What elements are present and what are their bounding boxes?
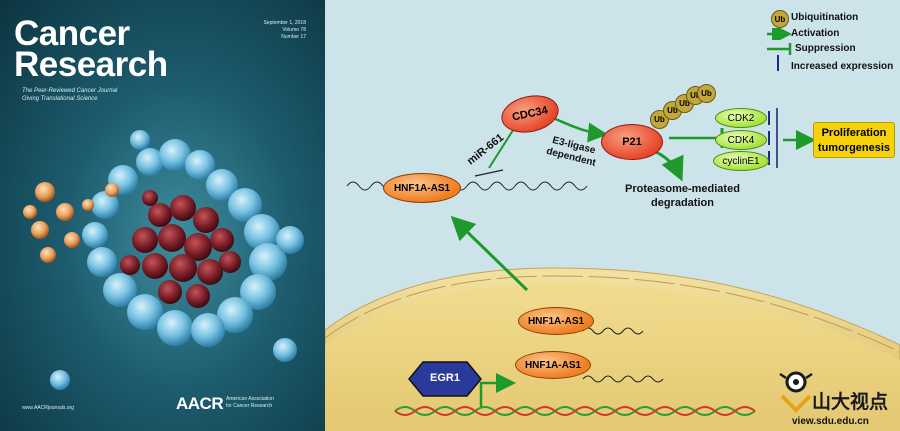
legend-suppression-icon <box>767 43 792 55</box>
journal-title-line2: Research <box>14 45 168 84</box>
legend-suppression: Suppression <box>795 43 856 54</box>
pathway-diagram: Ub Ubiquitination Activation Suppression… <box>325 0 900 431</box>
issue-number: Number 17 <box>281 34 306 40</box>
journal-title: Cancer Research <box>14 14 168 84</box>
publisher-name: American Association for Cancer Research <box>226 396 306 410</box>
proteasome-line2: degradation <box>650 197 714 209</box>
dna-helix <box>394 406 756 416</box>
cdk2-node: CDK2 <box>715 108 767 128</box>
egr1-label: EGR1 <box>430 372 460 384</box>
watermark-name: 山大视点 <box>812 391 889 413</box>
ub-icon: Ub <box>697 84 716 103</box>
aacr-logo: AACR <box>176 394 224 413</box>
publisher-line1: American Association <box>226 396 274 402</box>
journal-cover: Cancer Research The Peer-Reviewed Cancer… <box>0 0 325 431</box>
p21-node: P21 <box>601 124 663 160</box>
legend-increased-expression: Increased expression <box>791 61 894 72</box>
legend-activation-icon <box>767 28 792 40</box>
watermark-url: view.sdu.edu.cn <box>792 416 869 427</box>
proteasome-line1: Proteasome-mediated <box>625 183 740 195</box>
p21-degradation-arrow <box>650 148 684 182</box>
proteasome-label: Proteasome-mediated degradation <box>625 182 740 210</box>
issue-info: September 1, 2018 Volume 78 Number 17 <box>246 20 306 41</box>
legend-activation: Activation <box>791 28 840 39</box>
subtitle-line1: The Peer-Reviewed Cancer Journal <box>22 88 118 94</box>
publisher-line2: for Cancer Research <box>226 403 273 409</box>
subtitle-line2: Giving Translational Science <box>22 96 98 102</box>
legend-ub-icon: Ub <box>771 10 789 28</box>
egr1-to-gene-arrow <box>479 373 516 407</box>
proliferation-line1: Proliferation <box>821 127 887 139</box>
hnf1a-cytoplasm-node: HNF1A-AS1 <box>383 173 461 203</box>
cover-cell-illustration <box>23 130 304 390</box>
sdu-logo-icon <box>779 371 813 413</box>
cdc34-to-p21-arrow <box>552 116 608 143</box>
legend-ubiquitination: Ubiquitination <box>791 12 859 23</box>
cyclinE1-node: cyclinE1 <box>713 151 769 171</box>
legend-increased-icon <box>777 55 779 71</box>
proliferation-box: Proliferation tumorgenesis <box>813 122 895 158</box>
issue-volume: Volume 78 <box>282 27 306 33</box>
egr1-hexagon <box>408 361 482 397</box>
diagram-graphics <box>325 108 900 431</box>
cdk4-node: CDK4 <box>715 130 767 150</box>
export-arrow <box>450 215 529 292</box>
proliferation-line2: tumorgenesis <box>817 142 891 154</box>
journal-subtitle: The Peer-Reviewed Cancer Journal Giving … <box>22 87 172 103</box>
hnf1a-transcript-node: HNF1A-AS1 <box>515 351 591 379</box>
journal-url: www.AACRjournals.org <box>22 405 74 411</box>
mir-suppression-line <box>488 126 516 169</box>
hnf1a-nucleus-node: HNF1A-AS1 <box>518 307 594 335</box>
issue-date: September 1, 2018 <box>263 20 306 26</box>
journal-title-line1: Cancer <box>14 14 130 53</box>
